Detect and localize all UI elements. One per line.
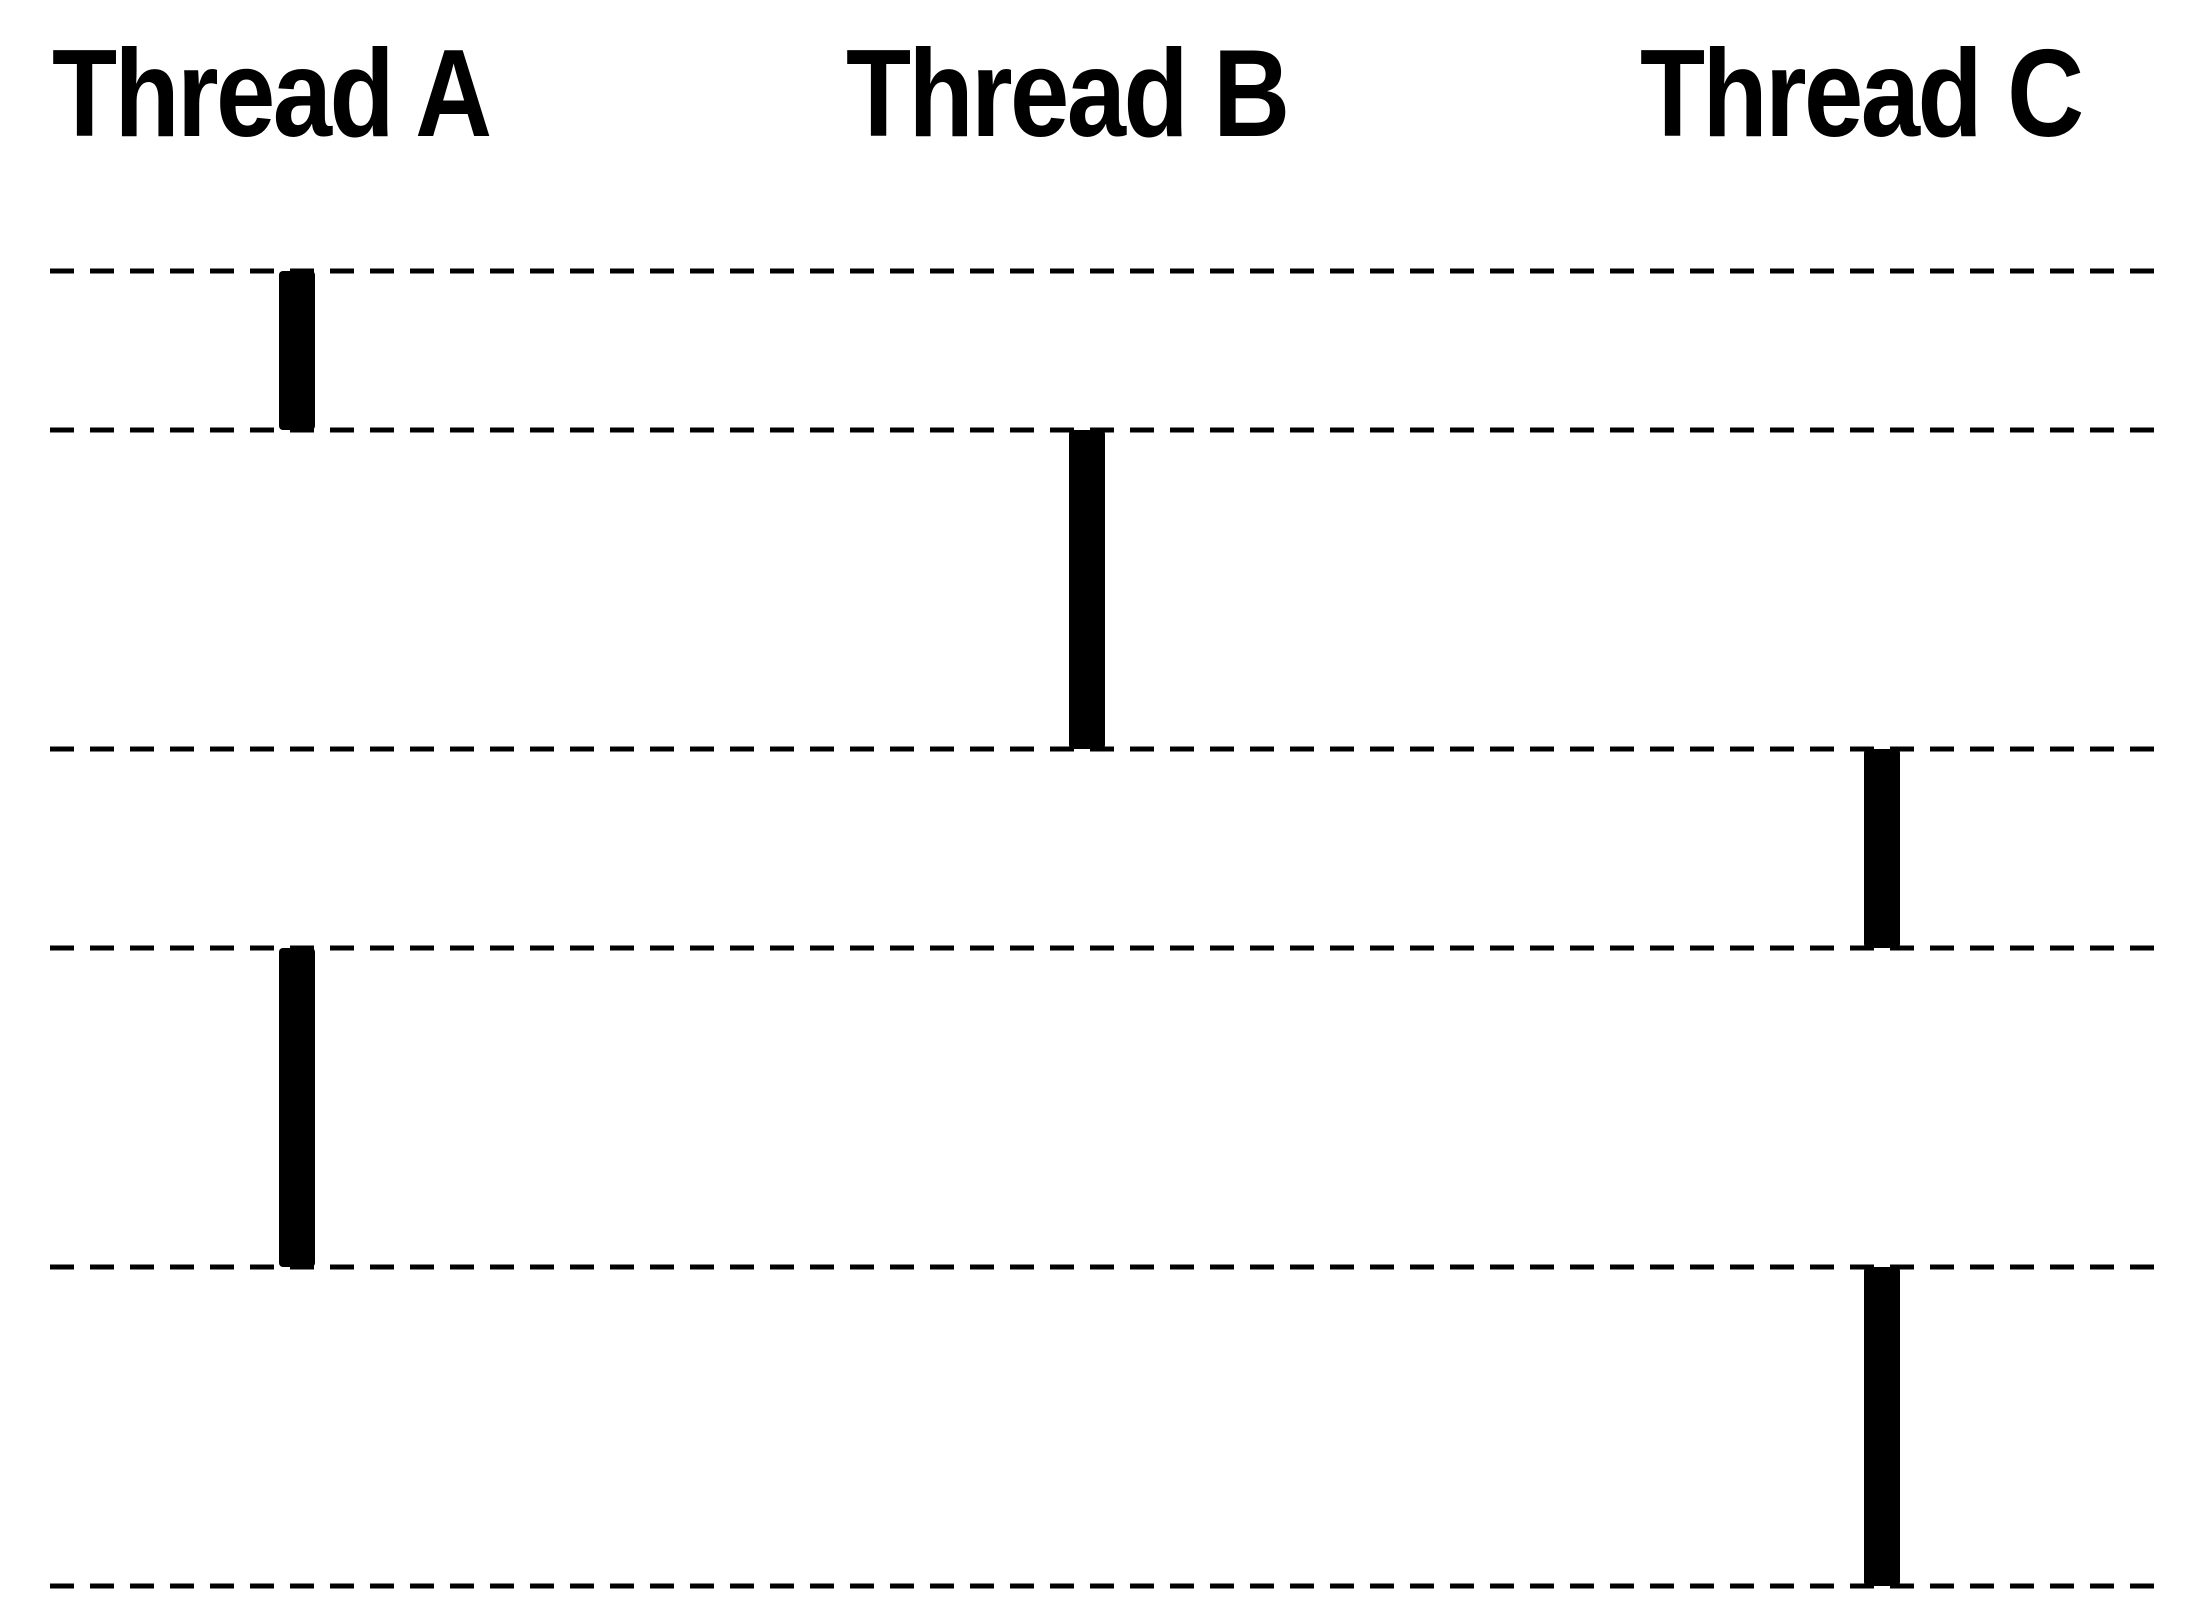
thread-a-execution-bar xyxy=(279,948,315,1267)
time-boundary-lines xyxy=(50,268,2164,1589)
thread-c-title: Thread C xyxy=(1640,25,2084,163)
execution-bars xyxy=(279,271,1900,1586)
thread-c-execution-bar xyxy=(1864,1267,1900,1586)
thread-a-title: Thread A xyxy=(52,25,492,163)
thread-b-execution-bar xyxy=(1069,430,1105,749)
thread-c-execution-bar xyxy=(1864,749,1900,948)
thread-b-title: Thread B xyxy=(846,25,1290,163)
thread-a-execution-bar xyxy=(279,271,315,430)
